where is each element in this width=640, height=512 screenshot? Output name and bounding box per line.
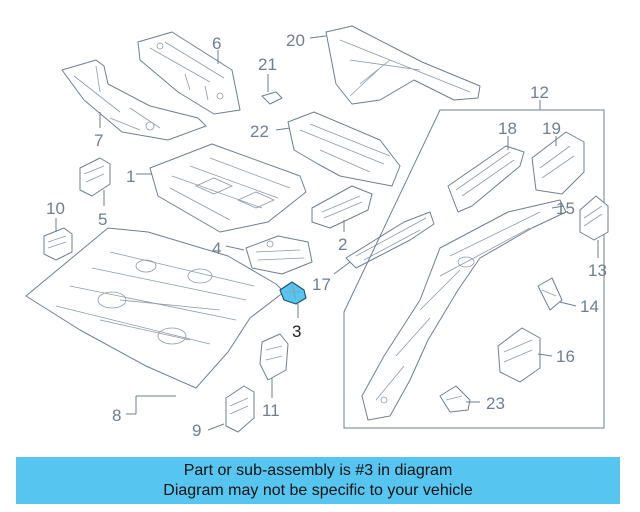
callout-8: 8	[112, 406, 121, 425]
part-9-drawing	[225, 385, 255, 433]
callout-5: 5	[98, 210, 107, 229]
callout-3: 3	[292, 322, 301, 341]
callout-16: 16	[556, 347, 575, 366]
callout-10: 10	[46, 199, 65, 218]
callout-1: 1	[126, 167, 135, 186]
part-19-drawing	[531, 131, 585, 195]
callout-12: 12	[530, 83, 549, 102]
callout-22: 22	[250, 122, 269, 141]
part-14-drawing	[537, 277, 563, 311]
part-11-drawing	[259, 333, 289, 381]
part-6-drawing	[137, 31, 241, 115]
part-21-drawing	[261, 91, 283, 105]
part-1-drawing	[149, 143, 307, 233]
part-8-drawing	[25, 227, 285, 389]
callout-14: 14	[580, 297, 599, 316]
part-17-drawing	[345, 211, 435, 269]
part-22-drawing	[287, 111, 401, 187]
callout-20: 20	[286, 31, 305, 50]
parts-diagram: 1 2 3 4 5 6 7 8 9 10 11 12 13 14 15 16 1…	[25, 25, 609, 440]
part-15-drawing	[361, 199, 567, 421]
callout-23: 23	[486, 394, 505, 413]
part-12-group	[343, 100, 605, 429]
callout-2: 2	[338, 235, 347, 254]
callout-15: 15	[556, 199, 575, 218]
part-5-drawing	[79, 157, 111, 197]
callout-11: 11	[262, 401, 280, 420]
part-10-drawing	[43, 227, 73, 261]
callout-17: 17	[312, 275, 331, 294]
part-13-drawing	[579, 195, 609, 241]
callout-7: 7	[94, 131, 103, 150]
banner-line-part-number: Part or sub-assembly is #3 in diagram	[183, 462, 453, 479]
part-2-drawing	[311, 185, 373, 229]
callout-9: 9	[192, 421, 201, 440]
callout-13: 13	[588, 261, 607, 280]
part-7-drawing	[61, 59, 207, 141]
banner-line-disclaimer: Diagram may not be specific to your vehi…	[163, 482, 473, 499]
callout-4: 4	[212, 239, 221, 258]
leader-lines	[55, 35, 599, 431]
callout-18: 18	[498, 119, 517, 138]
callout-labels: 1 2 3 4 5 6 7 8 9 10 11 12 13 14 15 16 1…	[46, 31, 607, 440]
part-20-drawing	[325, 25, 481, 105]
part-18-drawing	[447, 145, 525, 213]
part-3-drawing	[279, 281, 307, 305]
part-4-drawing	[245, 235, 313, 275]
callout-6: 6	[212, 34, 221, 53]
callout-19: 19	[542, 119, 561, 138]
callout-21: 21	[258, 55, 277, 74]
info-banner: Part or sub-assembly is #3 in diagram Di…	[16, 457, 620, 504]
part-23-drawing	[439, 385, 471, 413]
part-16-drawing	[497, 327, 541, 383]
